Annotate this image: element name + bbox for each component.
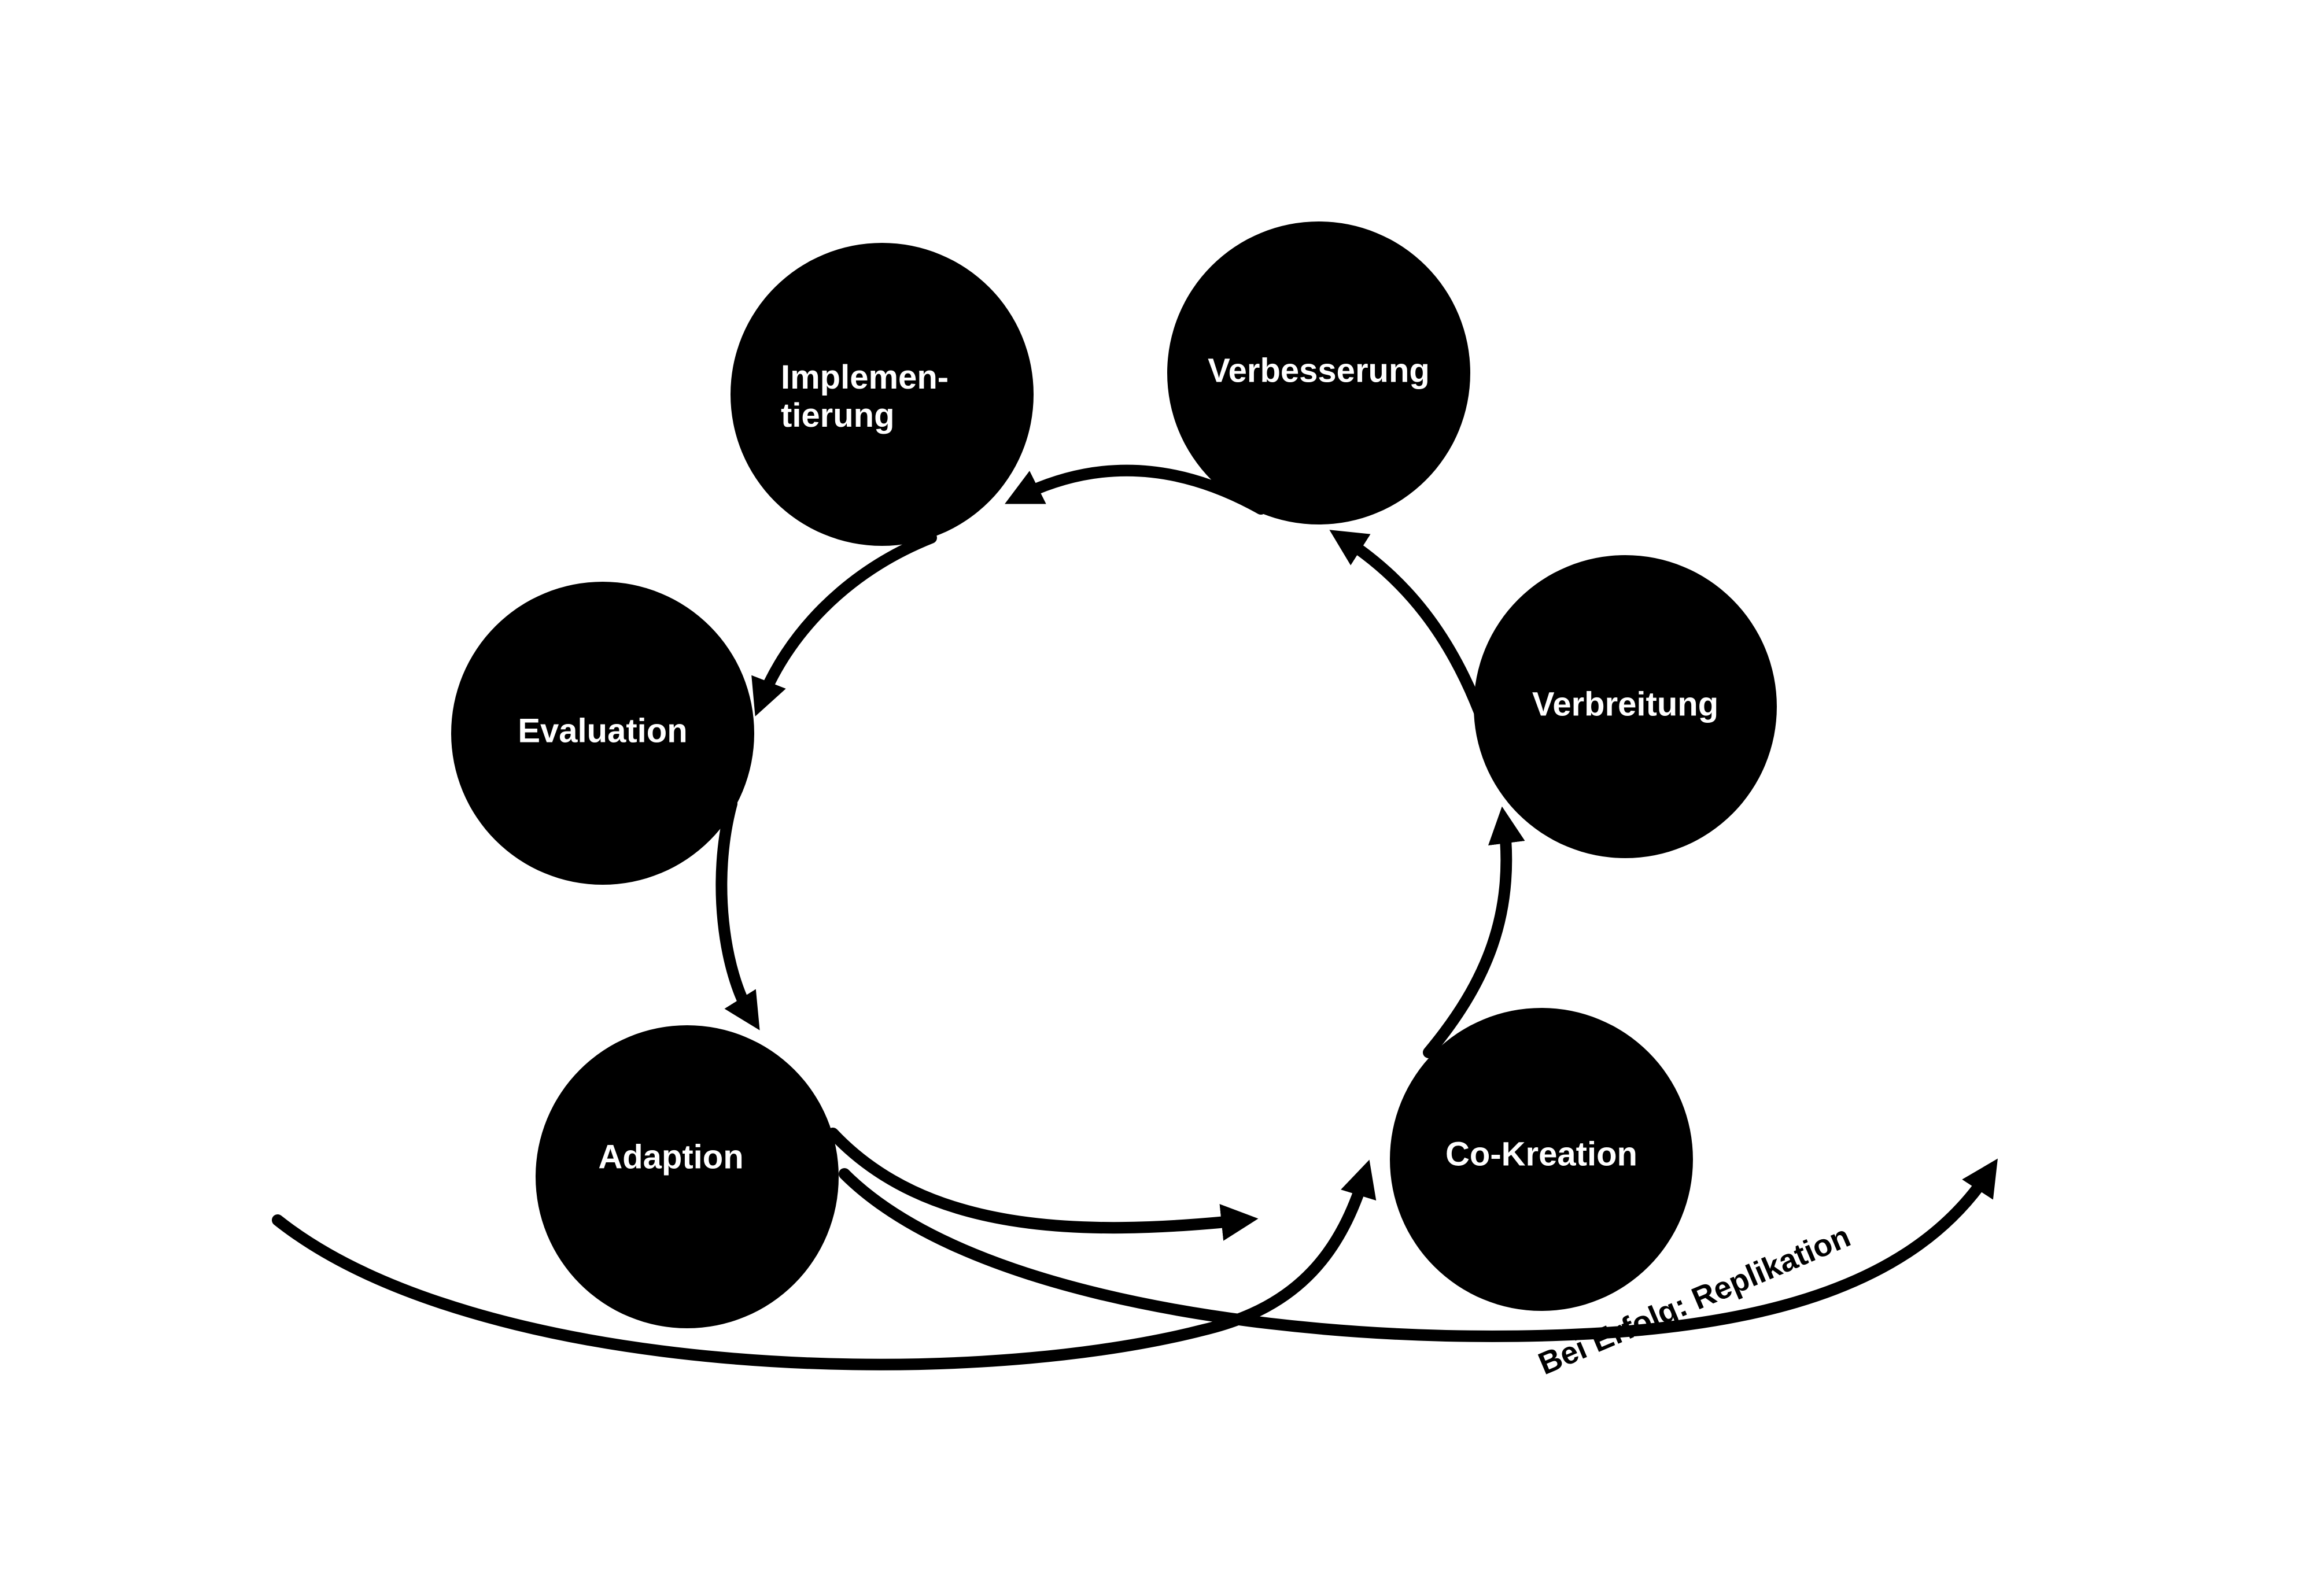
- arrow-implementierung-to-evaluation: [751, 532, 937, 716]
- node-implementierung: Implemen- tierung: [731, 243, 1034, 546]
- node-verbreitung-label: Verbreitung: [1532, 685, 1718, 723]
- node-verbesserung: Verbesserung: [1167, 221, 1470, 524]
- node-verbreitung: Verbreitung: [1474, 555, 1777, 858]
- node-evaluation: Evaluation: [451, 582, 754, 885]
- arrow-evaluation-to-adaption: [715, 798, 760, 1030]
- node-evaluation-label: Evaluation: [518, 712, 687, 749]
- node-verbesserung-label: Verbesserung: [1208, 352, 1430, 389]
- arrow-adaption-replication: [839, 1158, 1998, 1342]
- node-implementierung-line-2: tierung: [781, 397, 895, 434]
- node-adaption-label: Adaption: [598, 1138, 743, 1176]
- node-adaption: Adaption: [536, 1025, 839, 1328]
- arrow-left-to-cokreation: [272, 1159, 1377, 1370]
- arrow-cokreation-to-verbreitung: [1423, 806, 1525, 1058]
- node-implementierung-line-1: Implemen-: [781, 359, 949, 396]
- node-co-kreation: Co-Kreation: [1390, 1008, 1693, 1311]
- node-co-kreation-label: Co-Kreation: [1445, 1135, 1637, 1173]
- arrow-verbreitung-to-verbesserung: [1329, 530, 1489, 729]
- arrow-adaption-to-center: [827, 1128, 1259, 1241]
